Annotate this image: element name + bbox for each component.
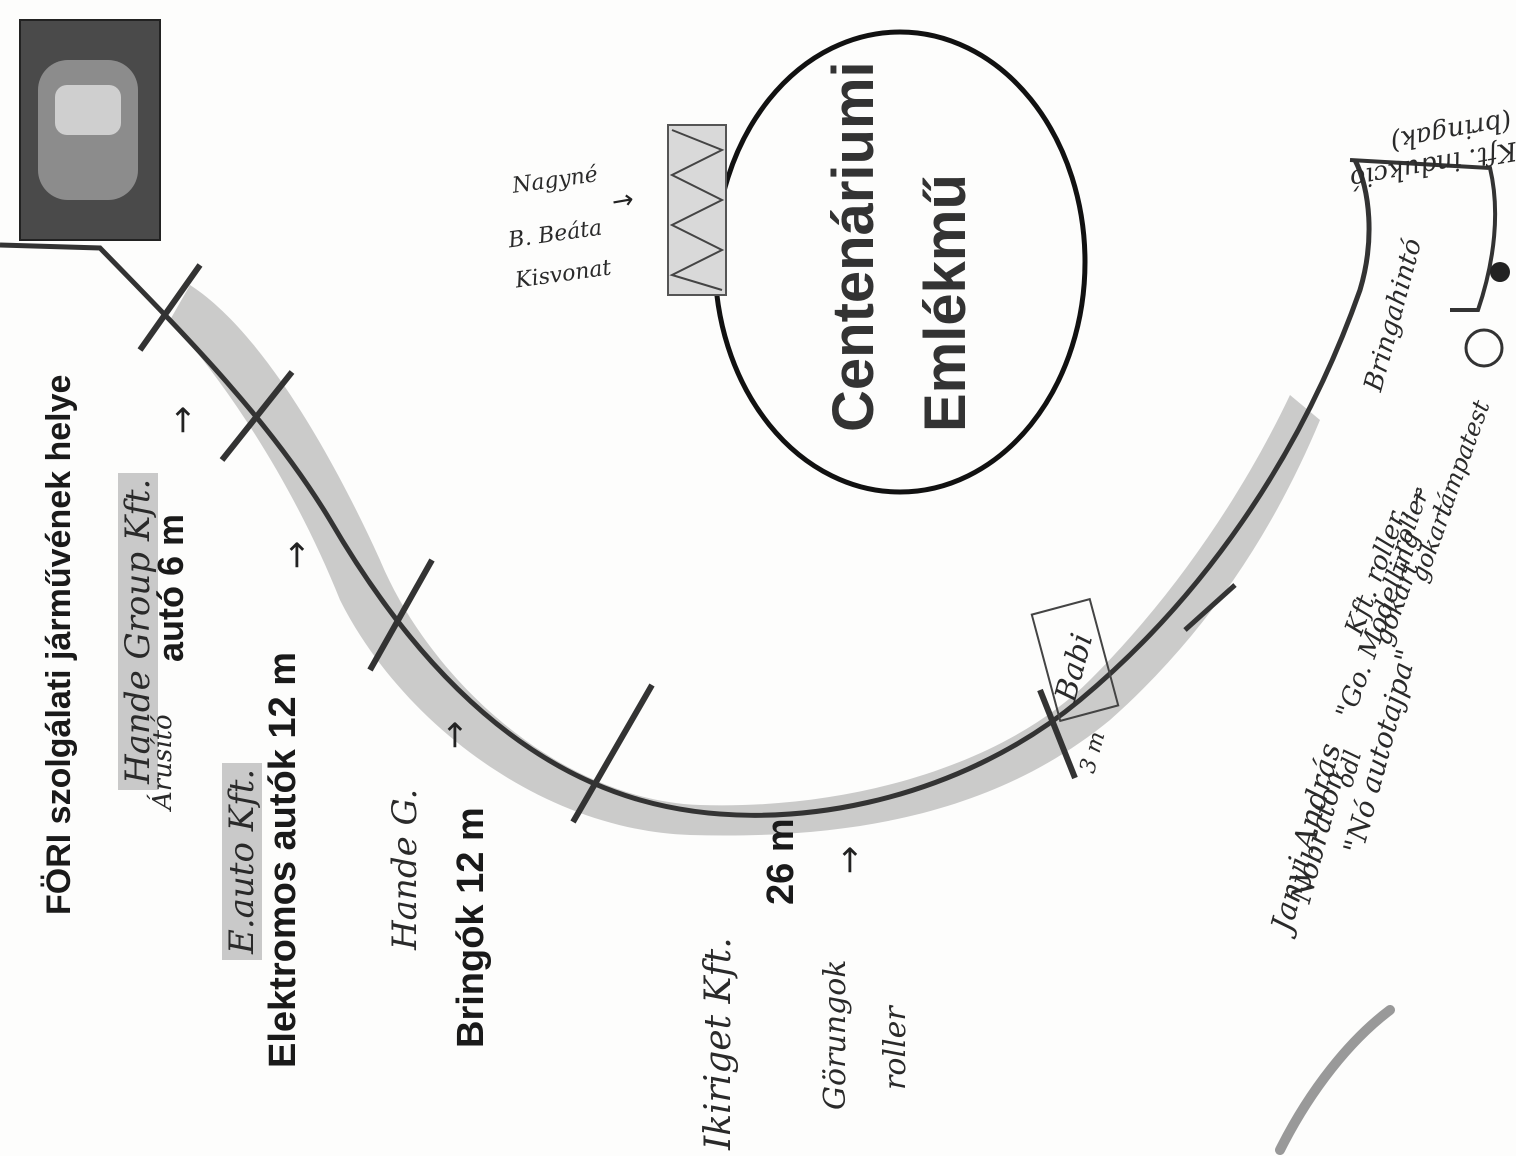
arrow-icon-3: → <box>434 721 474 750</box>
pencil-stroke <box>1280 1010 1390 1150</box>
label-hande-g: Hande G. <box>385 789 425 950</box>
arrow-icon-1: → <box>162 406 202 435</box>
car-photo-window <box>55 85 121 135</box>
label-ikiriget: Ikiriget Kft. <box>698 937 739 1150</box>
circle-marker <box>1466 330 1502 366</box>
monument-line2: Emlékmű <box>912 174 979 432</box>
label-26m: 26 m <box>760 818 803 905</box>
monument-line1: Centenáriumi <box>820 61 887 432</box>
dark-dot <box>1490 262 1510 282</box>
occupied-strip <box>170 285 1320 836</box>
arrow-icon-2: → <box>276 541 316 570</box>
label-elektromos: Elektromos autók 12 m <box>262 652 305 1068</box>
kisvonat-block <box>668 125 726 295</box>
monument-circle <box>715 32 1085 492</box>
label-fori: FÖRI szolgálati járművének helye <box>40 375 79 915</box>
label-arusito-prefix: Árusító <box>148 714 178 810</box>
label-roller: roller <box>878 1006 913 1090</box>
label-gorungok: Görungok <box>818 960 853 1110</box>
label-bringok: Bringók 12 m <box>450 807 493 1048</box>
label-arusito-auto: autó 6 m <box>150 514 192 662</box>
label-eauto: E.auto Kft. <box>222 763 262 960</box>
arrow-icon-4: → <box>829 846 869 875</box>
